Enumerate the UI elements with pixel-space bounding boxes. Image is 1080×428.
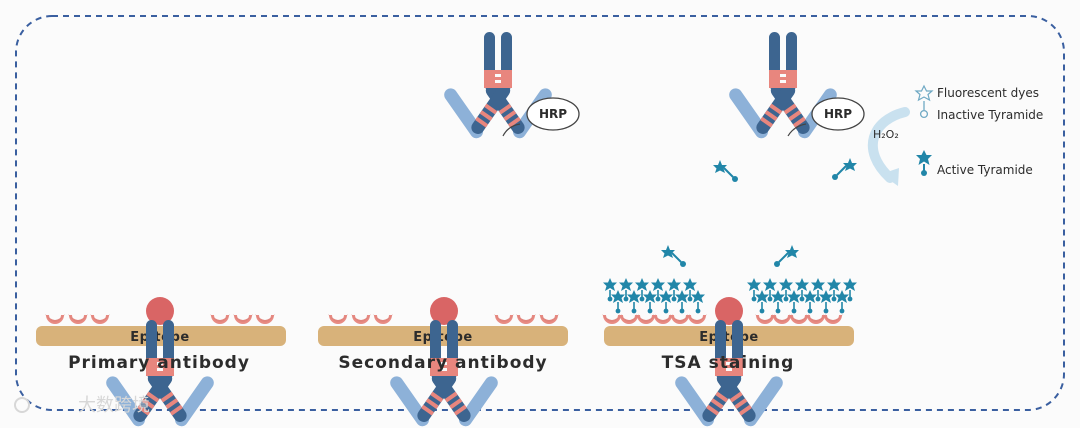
panel-caption: Primary antibody (68, 353, 250, 373)
legend-label: Inactive Tyramide (937, 108, 1043, 122)
epitope-marker (619, 314, 639, 324)
epitope-marker (636, 314, 656, 324)
inactive-tyramide-icon (919, 101, 929, 119)
panel-caption: Secondary antibody (338, 353, 547, 373)
deposited-tyramide (819, 290, 833, 314)
epitope-marker (823, 314, 843, 324)
watermark: 大数跨境 (14, 395, 150, 416)
hrp-enzyme: HRP (787, 97, 865, 137)
deposited-tyramide (659, 290, 673, 314)
fluorescent-dye-icon (914, 84, 934, 102)
antigen (715, 297, 743, 325)
epitope-marker (789, 314, 809, 324)
panel-secondary-antibody: Epitope HRP Secondary antibody (318, 32, 580, 428)
epitope-marker (687, 314, 707, 324)
legend: Fluorescent dyes Inactive Tyramide Activ… (914, 84, 1043, 177)
panel-caption: TSA staining (662, 353, 795, 373)
deposited-tyramide (771, 290, 785, 314)
tyramide-radical (660, 244, 700, 274)
deposited-tyramide (643, 290, 657, 314)
deposited-tyramide (755, 290, 769, 314)
legend-label: Active Tyramide (937, 163, 1033, 177)
cell-surface (36, 326, 286, 346)
panel-primary-antibody: Epitope Primary antibody (36, 297, 286, 428)
deposited-tyramide (627, 290, 641, 314)
tyramide-radical (818, 157, 858, 187)
reaction-arrow: H₂O₂ (867, 107, 910, 186)
deposited-tyramide (803, 290, 817, 314)
epitope-marker (670, 314, 690, 324)
hrp-label: HRP (539, 107, 567, 121)
dashed-frame (15, 15, 1065, 411)
reagent-label: H₂O₂ (873, 128, 899, 141)
epitope-label: Epitope (699, 330, 758, 345)
watermark-text: 大数跨境 (78, 395, 150, 416)
epitope-label: Epitope (413, 330, 472, 345)
hrp-label: HRP (824, 107, 852, 121)
antigen (146, 297, 174, 325)
tyramide-radical (712, 159, 752, 189)
epitope-marker (806, 314, 826, 324)
cell-surface (604, 326, 854, 346)
deposited-tyramide (611, 290, 625, 314)
deposited-tyramide (787, 290, 801, 314)
tyramide-radical (760, 244, 800, 274)
epitope-marker (755, 314, 775, 324)
epitope-marker (772, 314, 792, 324)
panel-tsa-staining: Epitope HRP TSA staining (602, 32, 865, 428)
deposited-tyramide (835, 290, 849, 314)
epitope-label: Epitope (130, 330, 189, 345)
cell-surface (318, 326, 568, 346)
deposited-tyramide (675, 290, 689, 314)
active-tyramide-icon (916, 150, 932, 176)
antigen (430, 297, 458, 325)
epitope-marker (653, 314, 673, 324)
hrp-enzyme: HRP (502, 97, 580, 137)
epitope-marker (602, 314, 622, 324)
legend-label: Fluorescent dyes (937, 86, 1039, 100)
deposited-tyramide (691, 290, 705, 314)
